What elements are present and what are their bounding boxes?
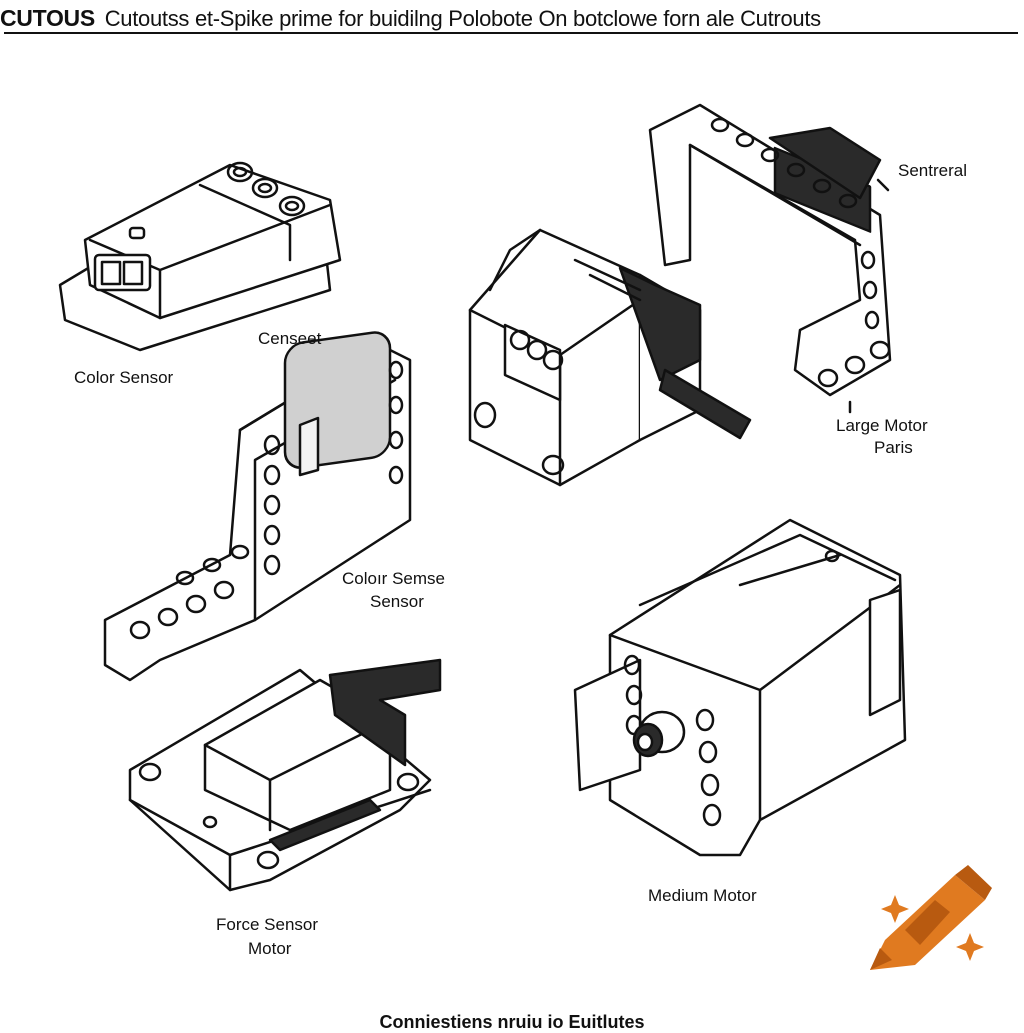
footer-caption: Conniestiens nruiu io Euitlutes bbox=[379, 1012, 645, 1032]
crayon-icon bbox=[870, 865, 992, 970]
label-color-sense-line2: Sensor bbox=[370, 592, 424, 611]
title-rule bbox=[4, 32, 1018, 34]
label-color-sensor: Color Sensor bbox=[74, 368, 174, 387]
sparkle-icon bbox=[881, 895, 984, 961]
title-text: Cutoutss et-Spike prime for buidilng Pol… bbox=[104, 6, 821, 31]
label-force-sensor: Force Sensor bbox=[216, 915, 319, 934]
label-censeet: Censeet bbox=[258, 329, 322, 348]
title-lead: CUTOUS bbox=[0, 5, 95, 31]
large-motor-part bbox=[468, 103, 892, 487]
force-sensor-part bbox=[128, 658, 442, 892]
label-force-sensor-line2: Motor bbox=[248, 939, 292, 958]
label-color-sense: Coloır Semse bbox=[342, 569, 445, 588]
label-medium-motor: Medium Motor bbox=[648, 886, 757, 905]
color-sense-sensor-part bbox=[103, 331, 412, 682]
label-large-motor: Large Motor bbox=[836, 416, 928, 435]
page-title: CUTOUS Cutoutss et-Spike prime for buidi… bbox=[0, 4, 1024, 32]
leader-lines bbox=[848, 178, 890, 414]
label-large-motor-line2: Paris bbox=[874, 438, 913, 457]
medium-motor-part bbox=[573, 518, 907, 857]
color-sensor-part bbox=[58, 161, 342, 352]
label-sentreral: Sentreral bbox=[898, 161, 967, 180]
